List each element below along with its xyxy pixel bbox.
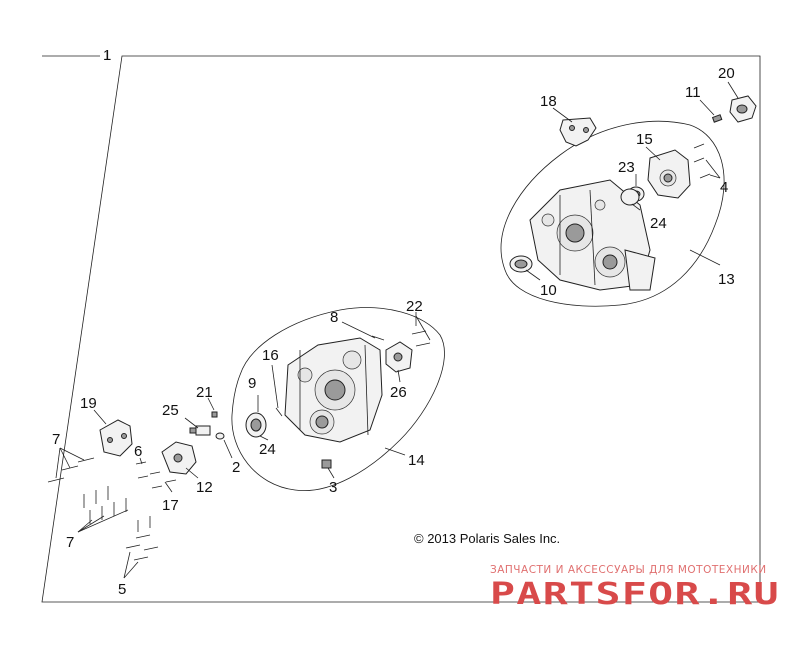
hardware-group [47, 409, 177, 579]
bolts-7-upper [47, 457, 95, 483]
nut-20 [729, 95, 757, 123]
bracket-18 [559, 117, 597, 147]
rear-housing-group [500, 81, 757, 307]
actuator-12 [161, 441, 197, 475]
callout-21: 21 [196, 384, 213, 401]
bolts-4 [693, 143, 711, 179]
callout-24-lower: 24 [259, 441, 276, 458]
callout-12: 12 [196, 479, 213, 496]
callout-20: 20 [718, 65, 735, 82]
main-housing-outline [231, 307, 445, 492]
copyright-notice: © 2013 Polaris Sales Inc. [414, 531, 560, 546]
frame [41, 52, 761, 603]
callouts: 1 20 11 18 15 23 4 24 13 10 22 8 16 9 26… [52, 47, 735, 598]
main-housing-group [161, 307, 445, 492]
callout-5: 5 [118, 581, 126, 598]
callout-22: 22 [406, 298, 423, 315]
watermark-brand: PARTSFOR.RU [490, 577, 780, 612]
callout-18: 18 [540, 93, 557, 110]
callout-10: 10 [540, 282, 557, 299]
bolts-6 [135, 461, 177, 489]
callout-11: 11 [685, 84, 701, 101]
callout-6: 6 [134, 443, 142, 460]
washer-2 [215, 432, 225, 440]
rear-housing-outline [500, 120, 725, 307]
callout-25: 25 [162, 402, 179, 419]
bolts-5 [125, 534, 159, 561]
watermark: ЗАПЧАСТИ И АКСЕССУАРЫ ДЛЯ МОТОТЕХНИКИ PA… [490, 564, 780, 612]
callout-23: 23 [618, 159, 635, 176]
callout-19: 19 [80, 395, 97, 412]
plug-3 [321, 459, 332, 469]
bracket-19 [99, 419, 133, 457]
callout-13: 13 [718, 271, 735, 288]
callout-24-upper: 24 [650, 215, 667, 232]
callout-7-upper: 7 [52, 431, 60, 448]
callout-17: 17 [162, 497, 179, 514]
callout-16: 16 [262, 347, 279, 364]
callout-4: 4 [720, 179, 728, 196]
seal-24-lower [245, 412, 267, 438]
seal-10 [509, 255, 533, 273]
callout-14: 14 [408, 452, 425, 469]
cover-26 [385, 341, 413, 373]
main-housing [284, 337, 383, 443]
sensor-25 [189, 425, 211, 436]
watermark-tagline: ЗАПЧАСТИ И АКСЕССУАРЫ ДЛЯ МОТОТЕХНИКИ [490, 564, 767, 576]
callout-3: 3 [329, 479, 337, 496]
callout-26: 26 [390, 384, 407, 401]
rear-housing [529, 179, 656, 291]
spring-11 [711, 114, 723, 123]
callout-8: 8 [330, 309, 338, 326]
cover-15 [647, 149, 691, 199]
callout-7-lower: 7 [66, 534, 74, 551]
callout-2: 2 [232, 459, 240, 476]
callout-1: 1 [103, 47, 111, 64]
callout-9: 9 [248, 375, 256, 392]
seal-24-upper [620, 188, 640, 206]
pin-21 [211, 411, 218, 418]
callout-15: 15 [636, 131, 653, 148]
